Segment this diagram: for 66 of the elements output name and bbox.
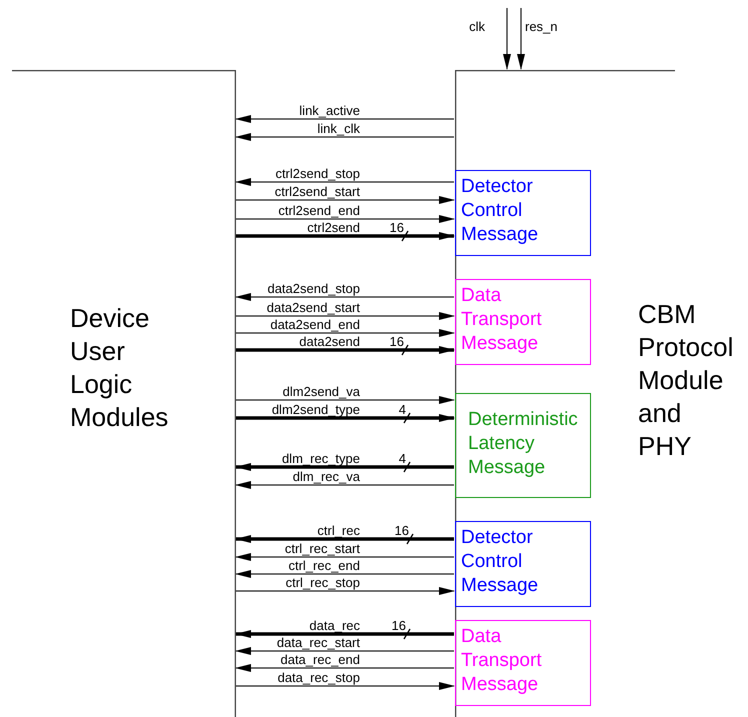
signal-name: data_rec_end (280, 653, 360, 667)
signal-arrow (235, 664, 454, 672)
signal-arrow (236, 682, 455, 690)
bus-width-label: 16 (390, 221, 404, 235)
bus-arrow (235, 630, 454, 638)
signal-name: ctrl_rec_end (288, 559, 360, 573)
signal-arrow (235, 293, 454, 301)
input-arrow (517, 8, 525, 70)
bus-width-label: 4 (398, 452, 406, 466)
signal-arrow (236, 196, 455, 204)
signal-arrow (235, 553, 454, 561)
bus-arrow (236, 232, 455, 240)
signal-name: data_rec_stop (278, 671, 360, 685)
signal-arrow (235, 647, 454, 655)
message-box (455, 393, 591, 498)
signal-name: ctrl2send_end (278, 204, 360, 218)
signal-arrow (235, 115, 454, 123)
bus-width-label: 16 (394, 524, 409, 538)
signal-name: data2send_stop (267, 282, 360, 296)
signal-name: link_clk (317, 122, 360, 136)
signal-name: res_n (525, 20, 558, 34)
box-label: Detector Control Message (461, 526, 540, 598)
box-label: Detector Control Message (461, 175, 540, 247)
signal-arrow (236, 396, 455, 404)
signal-name: dlm_rec_type (282, 452, 360, 466)
signal-arrow (236, 312, 455, 320)
message-box (455, 620, 591, 706)
signal-arrow (236, 215, 455, 223)
bus-width-label: 16 (390, 335, 404, 349)
signal-name: clk (469, 20, 485, 34)
signal-name: dlm_rec_va (292, 470, 360, 484)
signal-name: data2send (299, 335, 360, 349)
bus-arrow (236, 346, 455, 354)
signal-arrow (236, 329, 455, 337)
bus-width-label: 4 (398, 403, 406, 417)
box-label: Deterministic Latency Message (468, 408, 579, 480)
signal-arrow (235, 481, 454, 489)
signal-name: dlm2send_type (272, 403, 360, 417)
signal-name: dlm2send_va (282, 385, 360, 399)
signal-name: link_active (299, 104, 360, 118)
signal-name: ctrl_rec_start (284, 542, 360, 556)
signal-name: data_rec (309, 619, 360, 633)
bus-arrow (236, 414, 455, 422)
signal-name: data2send_end (270, 318, 360, 332)
bus-width-label: 16 (392, 619, 406, 633)
signal-name: ctrl_rec_stop (286, 576, 360, 590)
module-label: Device User Logic Modules (70, 302, 170, 434)
message-box (455, 170, 591, 256)
signal-arrow (235, 178, 454, 186)
signal-name: ctrl_rec (317, 524, 360, 538)
input-arrow (503, 8, 511, 70)
message-box (455, 279, 591, 365)
signal-name: data2send_start (266, 301, 360, 315)
box-label: Data Transport Message (461, 284, 543, 356)
signal-arrow (235, 133, 454, 141)
message-box (455, 521, 591, 607)
signal-name: data_rec_start (276, 636, 360, 650)
bus-arrow (235, 463, 454, 471)
signal-arrow (235, 570, 454, 578)
box-label: Data Transport Message (461, 625, 543, 697)
signal-name: ctrl2send (307, 221, 360, 235)
bus-arrow (235, 535, 454, 543)
signal-name: ctrl2send_start (274, 185, 360, 199)
signal-arrow (236, 587, 455, 595)
module-label: CBM Protocol Module and PHY (638, 298, 734, 463)
signal-name: ctrl2send_stop (275, 167, 360, 181)
